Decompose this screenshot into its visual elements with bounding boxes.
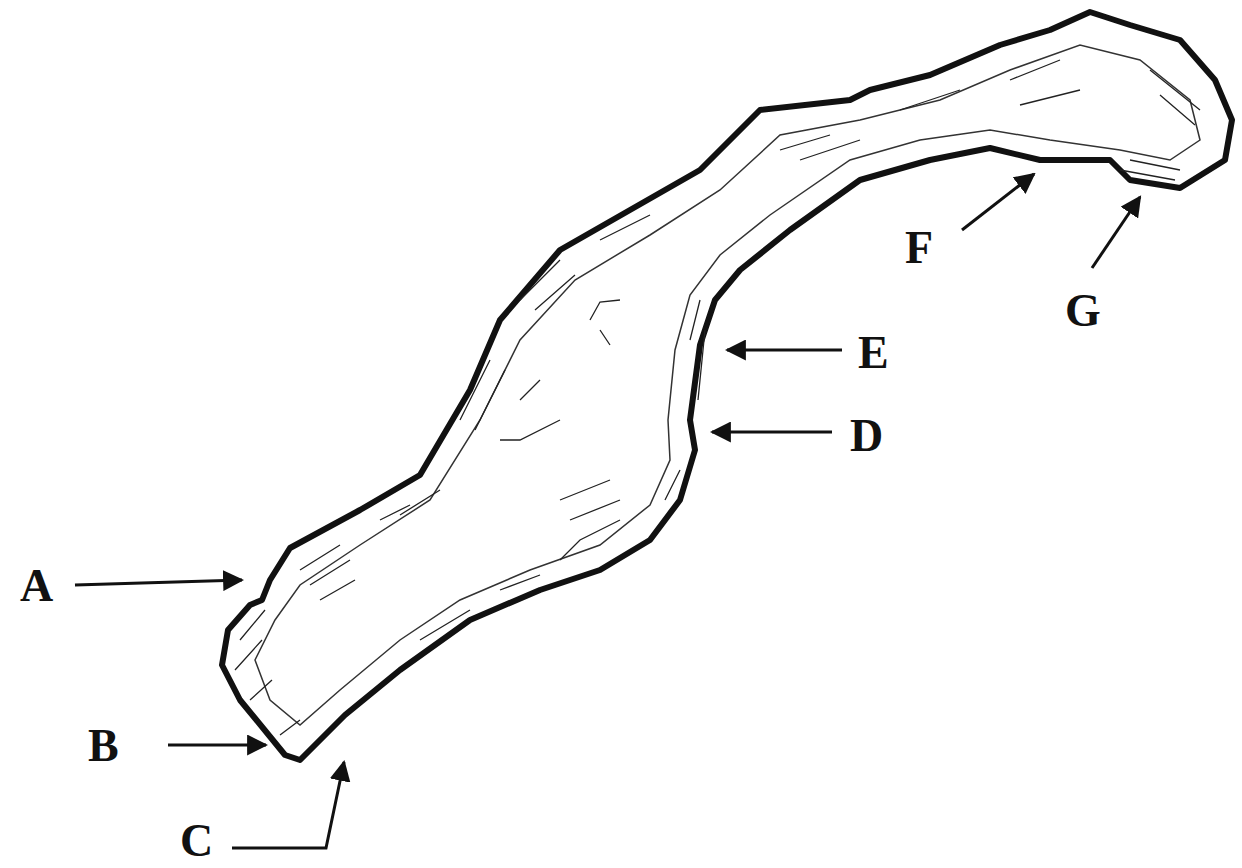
part-label: F: [905, 225, 933, 271]
leader-arrow: [962, 174, 1034, 230]
specimen-outline: [222, 12, 1232, 760]
leader-arrow: [75, 580, 242, 585]
leader-arrow: [712, 431, 832, 434]
leader-arrow: [1092, 197, 1140, 268]
part-label: B: [88, 723, 119, 769]
part-label: C: [180, 818, 213, 864]
leader-arrow: [232, 762, 344, 848]
leader-arrows: [75, 174, 1140, 848]
part-label: G: [1065, 288, 1101, 334]
part-label: E: [858, 330, 889, 376]
part-label: A: [20, 563, 53, 609]
leader-arrow: [168, 744, 266, 747]
specimen-face: [255, 45, 1200, 725]
part-label: D: [850, 413, 883, 459]
hatching: [235, 60, 1200, 735]
leader-arrow: [727, 349, 842, 352]
